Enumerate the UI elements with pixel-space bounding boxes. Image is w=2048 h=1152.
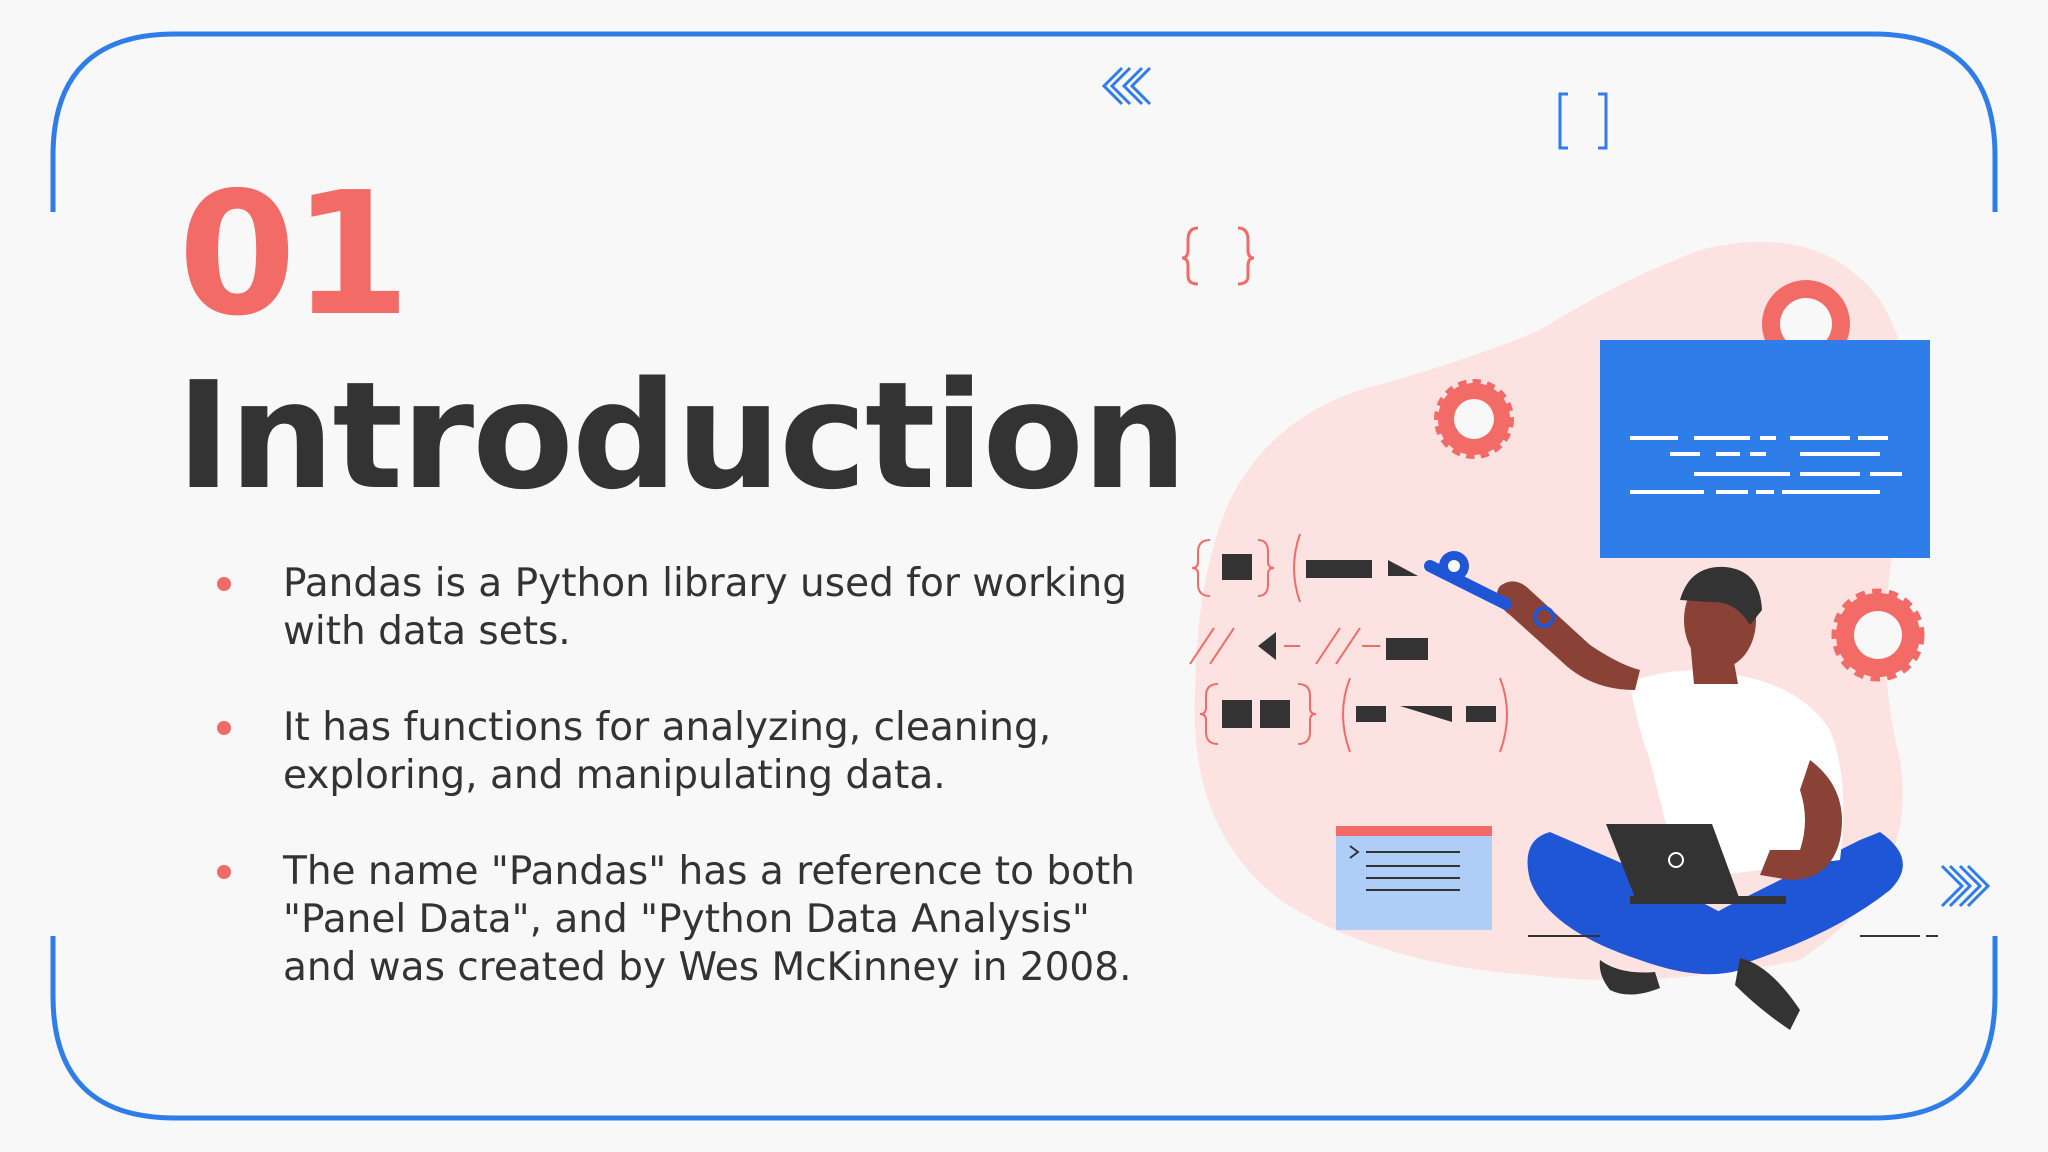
bullet-text: Pandas is a Python library used for work… — [283, 561, 1127, 654]
bullet-dot — [217, 577, 231, 591]
bullet-dot — [217, 721, 231, 735]
square-brackets-icon — [1558, 92, 1608, 150]
double-chevron-left-icon — [1101, 66, 1152, 106]
person-figure — [1424, 551, 1938, 1030]
bullet-dot — [217, 865, 231, 879]
bullet-item: The name "Pandas" has a reference to bot… — [205, 848, 1165, 992]
section-number: 01 — [178, 156, 411, 354]
terminal-window — [1336, 826, 1492, 930]
curly-braces-icon — [1181, 226, 1255, 286]
bullet-item: It has functions for analyzing, cleaning… — [205, 704, 1165, 800]
code-window — [1600, 340, 1930, 558]
double-chevron-right-icon — [1940, 864, 1991, 908]
bullet-text: It has functions for analyzing, cleaning… — [283, 705, 1052, 798]
bullet-item: Pandas is a Python library used for work… — [205, 560, 1165, 656]
gear-icon — [1434, 379, 1514, 459]
gear-icon — [1831, 588, 1925, 682]
bullet-text: The name "Pandas" has a reference to bot… — [283, 849, 1135, 990]
bullet-list: Pandas is a Python library used for work… — [205, 560, 1165, 1040]
code-glyphs — [1189, 533, 1508, 753]
slide-title: Introduction — [176, 350, 1187, 522]
